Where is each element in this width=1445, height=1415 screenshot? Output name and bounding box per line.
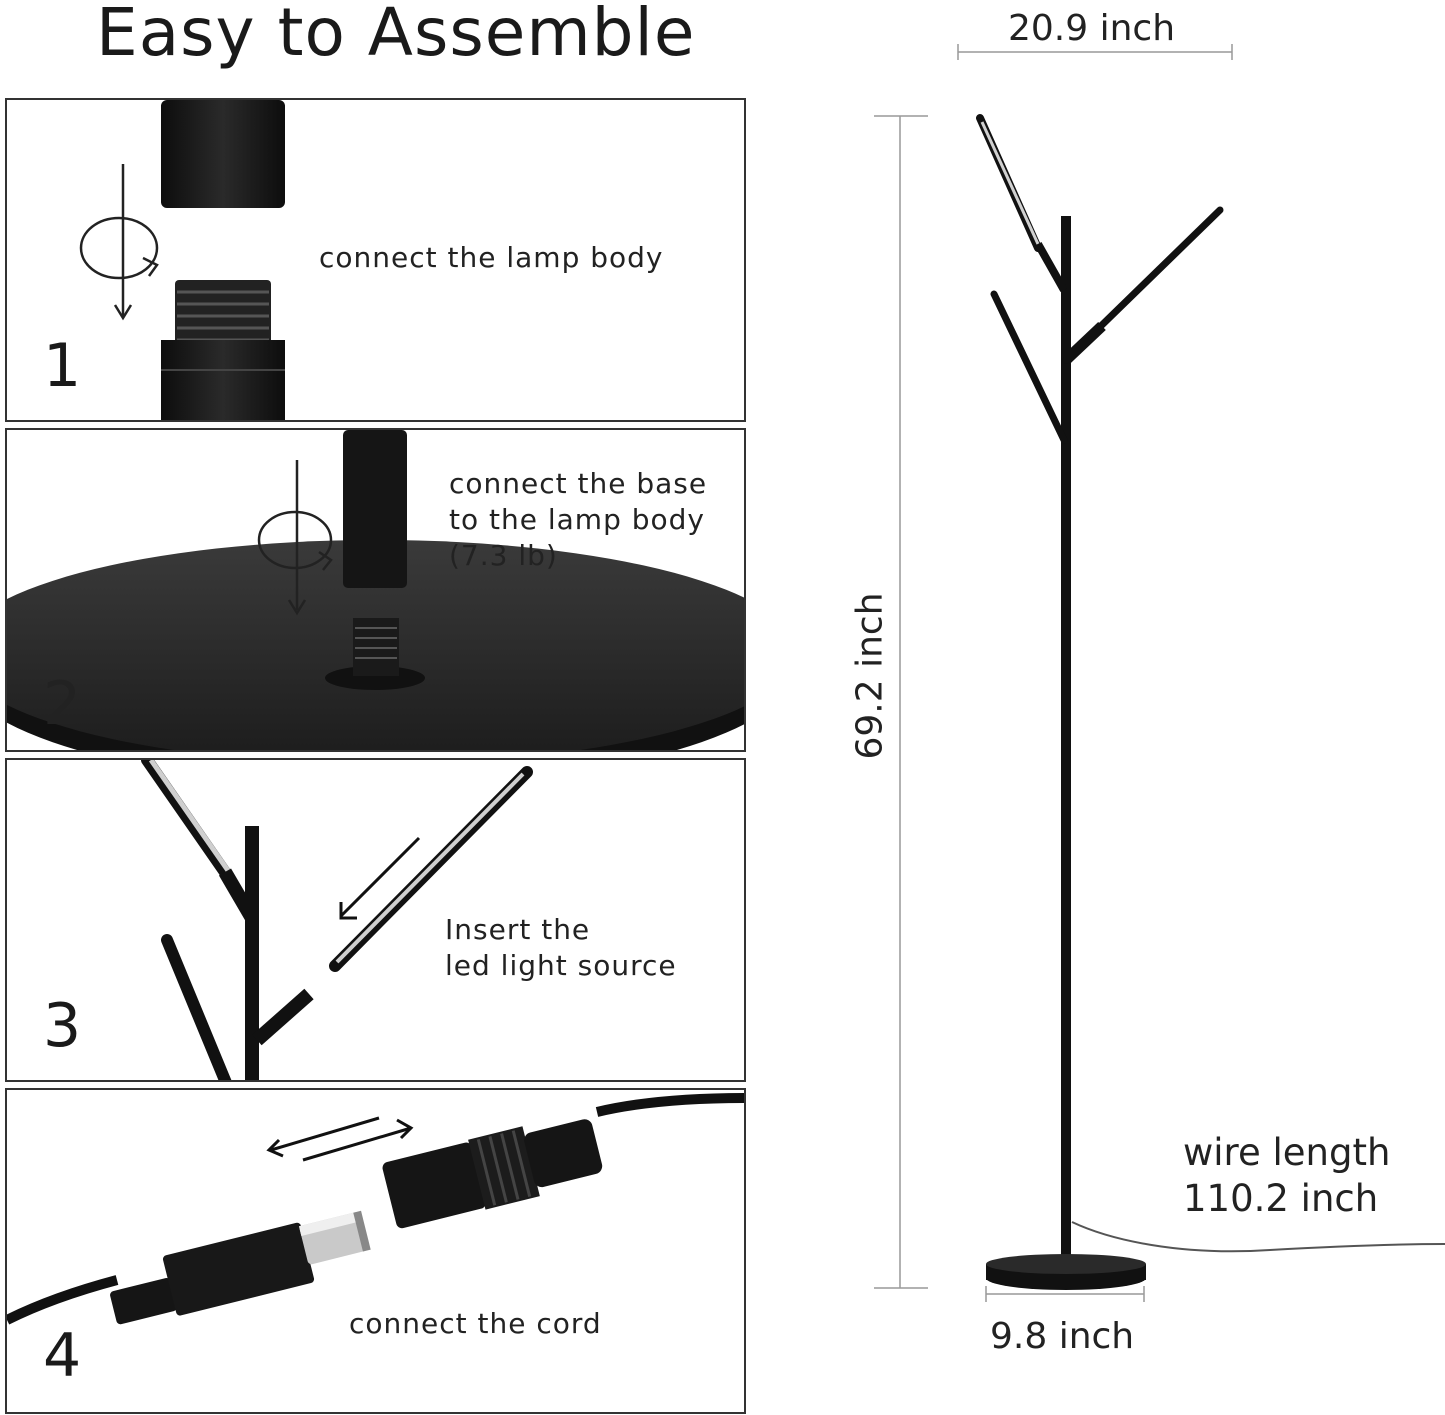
base-dimension-line	[985, 1286, 1145, 1302]
male-connector	[110, 1210, 371, 1325]
lamp-dimension-diagram	[874, 44, 1445, 1302]
width-label: 20.9 inch	[1008, 8, 1176, 49]
power-wire	[1071, 1221, 1445, 1253]
rotate-arrow-icon	[257, 460, 333, 616]
step-1-caption: connect the lamp body	[319, 241, 664, 274]
step-2-caption: connect the base to the lamp body (7.3 l…	[449, 467, 708, 572]
step-4-illustration	[7, 1093, 744, 1325]
step-4-number: 4	[43, 1321, 82, 1391]
lower-tube	[161, 340, 285, 420]
base-width-label: 9.8 inch	[990, 1316, 1135, 1357]
step-1-panel: 1 connect the lamp body	[5, 98, 746, 422]
lamp-stem	[1061, 216, 1071, 1262]
step-3-caption: Insert the led light source	[445, 913, 677, 982]
width-dimension-line	[957, 44, 1233, 60]
led-bar	[329, 766, 533, 972]
left-branch	[990, 290, 1068, 444]
cord-male	[7, 1275, 119, 1325]
step-4-panel: 4 connect the cord	[5, 1088, 746, 1414]
wire-length-label: wire length 110.2 inch	[1183, 1131, 1391, 1220]
step-2-illustration	[7, 430, 744, 750]
page-title: Easy to Assemble	[96, 0, 696, 71]
lamp-stem	[245, 826, 259, 1080]
rotate-arrow-icon	[79, 164, 159, 321]
plug-arrows-icon	[266, 1116, 414, 1162]
step-2-panel: 2 connect the base to the lamp body (7.3…	[5, 428, 746, 752]
lamp-pole	[343, 430, 407, 588]
floor-lamp	[976, 114, 1445, 1290]
step-3-number: 3	[43, 991, 82, 1061]
female-connector	[382, 1119, 603, 1229]
upper-tube	[161, 100, 285, 208]
cord-female	[595, 1093, 744, 1117]
insert-arrow-icon	[339, 836, 421, 920]
step-4-caption: connect the cord	[349, 1307, 602, 1340]
branch-socket	[252, 988, 314, 1046]
step-1-illustration	[79, 100, 285, 420]
height-dimension-line	[874, 115, 928, 1289]
step-3-illustration	[141, 760, 533, 1080]
step-1-number: 1	[43, 331, 82, 401]
step-3-panel: 3 Insert the led light source	[5, 758, 746, 1082]
height-label: 69.2 inch	[849, 592, 891, 760]
step-2-number: 2	[43, 669, 82, 739]
branch-left	[161, 934, 232, 1080]
